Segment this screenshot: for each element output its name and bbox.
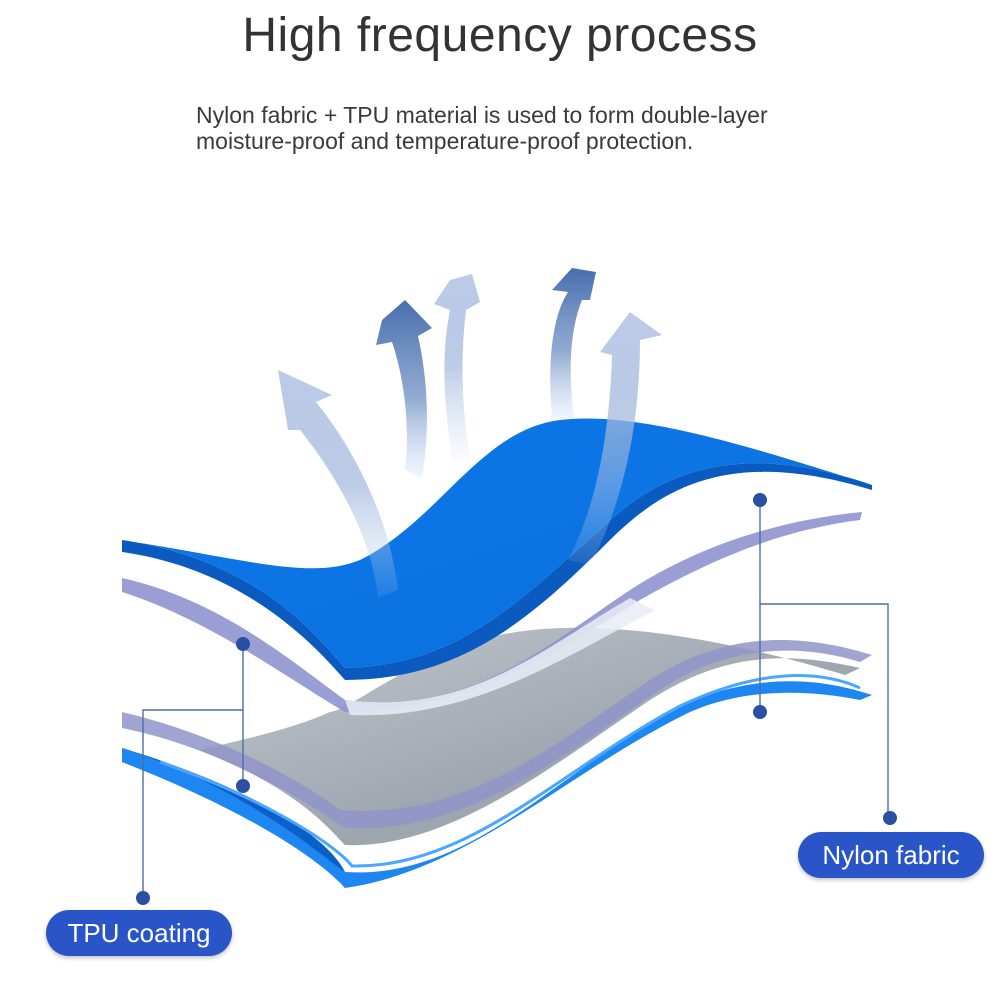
upper-tpu-layer xyxy=(122,512,862,712)
tpu-coating-label: TPU coating xyxy=(46,910,232,956)
arrow-2-icon xyxy=(376,300,432,478)
tpu-inner-layer xyxy=(200,627,860,846)
nylon-fabric-label: Nylon fabric xyxy=(798,832,984,878)
description-line-2: moisture-proof and temperature-proof pro… xyxy=(196,128,694,154)
nylon-top-dot xyxy=(753,493,767,507)
description: Nylon fabric + TPU material is used to f… xyxy=(196,102,876,154)
bottom-nylon-layer xyxy=(122,674,872,888)
tpu-label-dot xyxy=(136,891,150,905)
page-title: High frequency process xyxy=(242,9,758,62)
description-line-1: Nylon fabric + TPU material is used to f… xyxy=(196,102,768,128)
nylon-callout xyxy=(759,500,889,818)
arrow-4-icon xyxy=(550,268,596,420)
tpu-callout xyxy=(142,644,244,898)
nylon-bottom-dot xyxy=(753,705,767,719)
nylon-label-dot xyxy=(883,811,897,825)
top-nylon-layer xyxy=(122,418,872,680)
upper-tpu-highlight xyxy=(345,598,655,716)
arrow-1-icon xyxy=(278,370,398,598)
lower-tpu-layer xyxy=(122,640,872,829)
arrow-3-icon xyxy=(434,274,480,460)
moisture-arrows xyxy=(278,268,662,598)
tpu-bottom-dot xyxy=(236,779,250,793)
arrow-5-icon xyxy=(568,312,662,565)
tpu-top-dot xyxy=(236,637,250,651)
